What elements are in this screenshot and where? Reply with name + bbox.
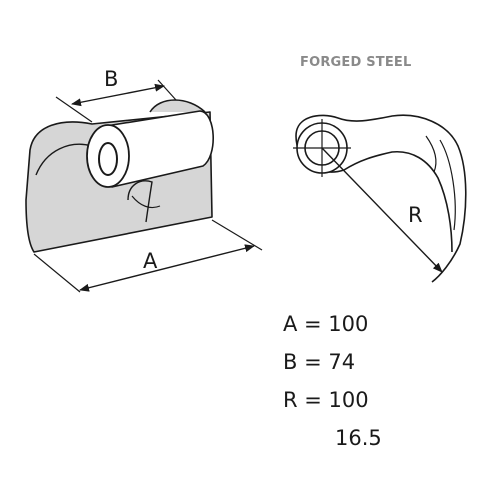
dimension-b-extension-left (55, 96, 93, 123)
hammer-top-hump (149, 99, 206, 113)
dimension-a-label: A (143, 249, 158, 273)
dimension-a-extension-left (33, 253, 81, 293)
hammer-isometric-view: B A (25, 67, 263, 293)
profile-outline (295, 114, 467, 283)
dimension-b-label: B (104, 67, 118, 91)
spec-r: R = 100 (283, 388, 369, 412)
body-contour-curve (35, 143, 93, 176)
material-label: FORGED STEEL (300, 55, 412, 70)
spec-a: A = 100 (283, 312, 369, 336)
dimension-a-line (79, 244, 255, 292)
pin-hole (98, 142, 118, 176)
profile-inner-curve-2 (439, 139, 456, 231)
dimension-b-line (71, 83, 165, 107)
hammer-profile-view: R (293, 114, 467, 283)
specification-list: A = 100 B = 74 R = 100 16.5 (283, 305, 382, 457)
radius-r-label: R (408, 203, 423, 227)
body-contour-curve-lower (127, 180, 153, 223)
body-contour-curve-side (131, 195, 161, 209)
spec-b: B = 74 (283, 350, 356, 374)
profile-inner-curve (425, 135, 437, 173)
pin-tube (105, 110, 214, 188)
dimension-a-extension-right (211, 219, 263, 251)
spec-extra-value: 16.5 (335, 426, 382, 450)
dimension-b-extension-right (157, 79, 177, 101)
radius-r-line (321, 147, 443, 273)
